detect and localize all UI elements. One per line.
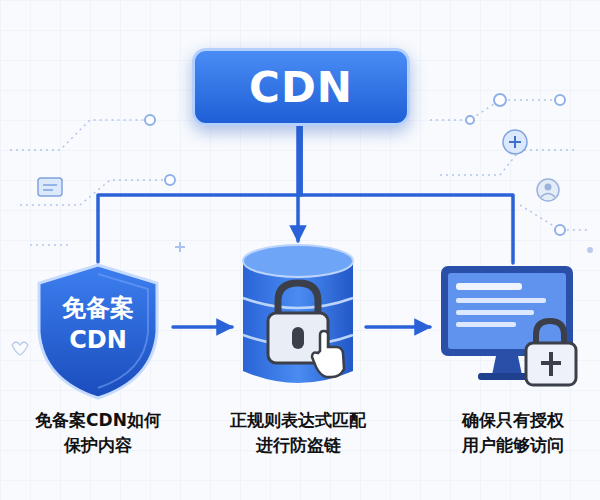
connector-arrow [98,126,301,262]
connector-arrow [296,126,300,241]
node-label: CDN [249,63,353,112]
shield-label: 免备案 CDN [50,292,146,357]
cdn-box: CDN [192,48,410,126]
caption-text: 免备案CDN如何 保护内容 [33,408,163,457]
db-illustration [240,243,356,391]
shield-node: 免备案 CDN免备案CDN如何 保护内容 [33,262,163,400]
connector-arrow [301,126,513,263]
monitor-node: 确保只有授权 用户能够访问 [438,263,588,391]
db-node: 正规则表达式匹配 进行防盗链 [240,243,356,391]
monitor-illustration [438,263,588,391]
connector-arrow [173,325,232,329]
caption-text: 确保只有授权 用户能够访问 [460,408,566,457]
connector-arrow [366,325,430,329]
caption-text: 正规则表达式匹配 进行防盗链 [228,408,368,457]
